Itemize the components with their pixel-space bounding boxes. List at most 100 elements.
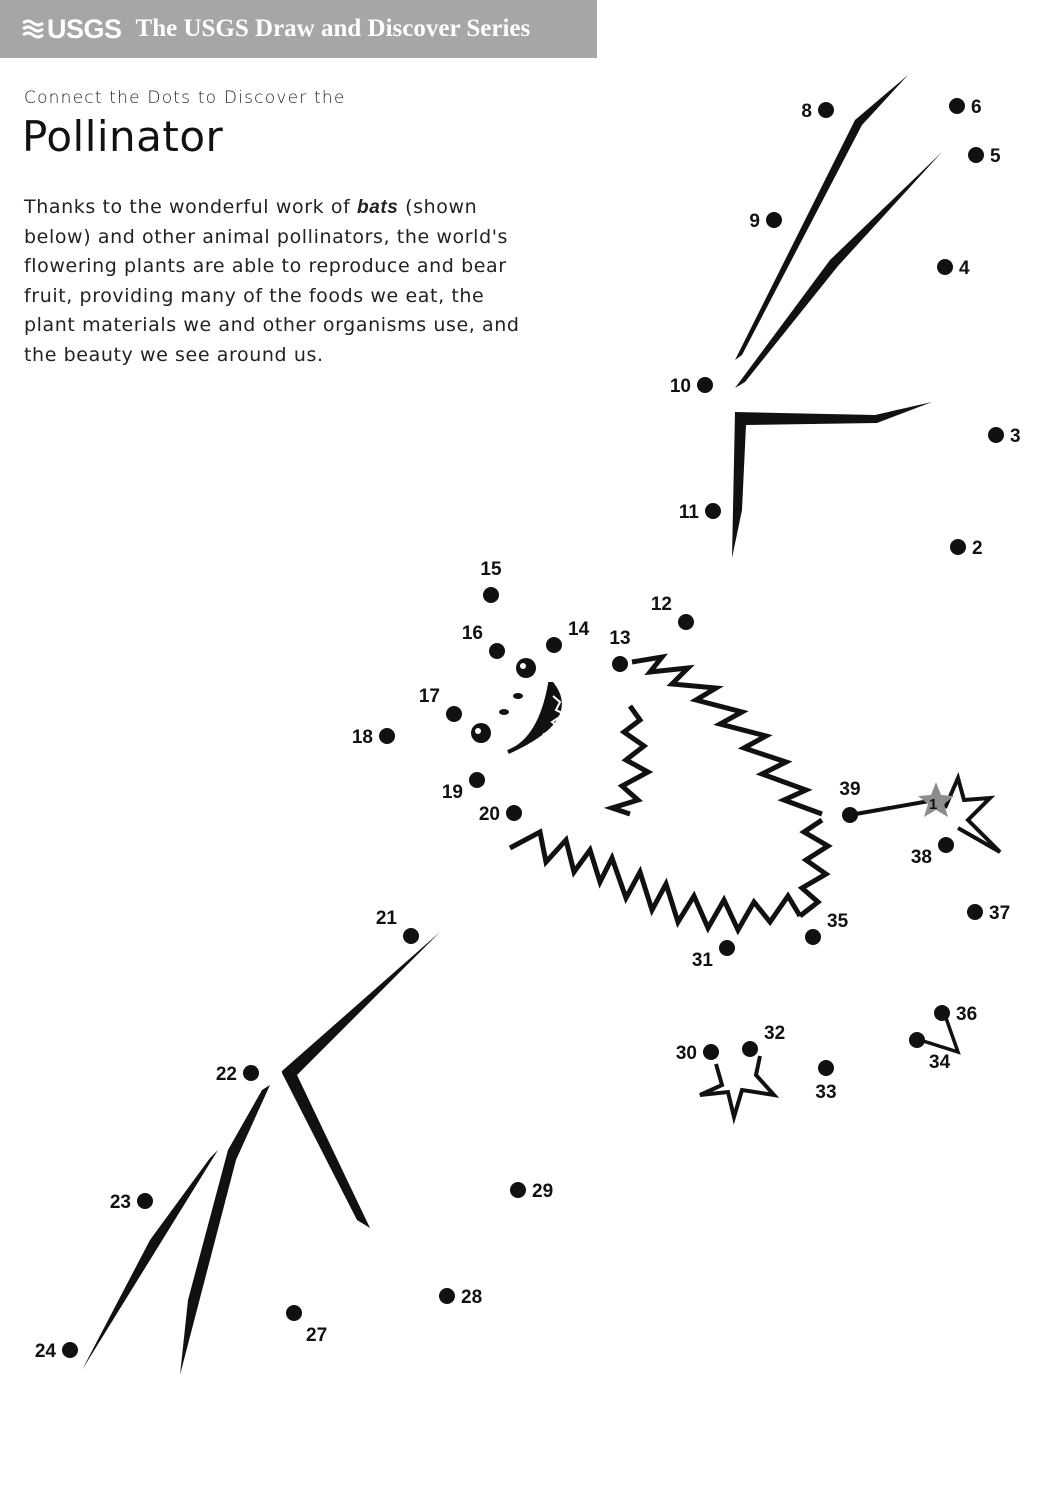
dot-label: 14	[568, 619, 590, 640]
bat-mouth	[507, 682, 562, 754]
bat-eye-bottom	[471, 723, 491, 743]
dot-label: 20	[479, 804, 500, 825]
intro-text-before: Thanks to the wonderful work of	[24, 196, 357, 218]
dot-label: 9	[749, 211, 760, 232]
dot-14: 14	[546, 619, 590, 653]
dot-label: 27	[306, 1325, 327, 1346]
dot-20: 20	[479, 804, 522, 825]
dot-marker	[950, 539, 966, 555]
dot-label: 4	[959, 258, 970, 279]
wing-stroke-3	[732, 402, 932, 558]
dot-4: 4	[937, 258, 970, 279]
dot-marker	[403, 928, 419, 944]
dot-label: 16	[462, 623, 483, 644]
dot-label: 13	[609, 628, 630, 649]
intro-paragraph: Thanks to the wonderful work of bats (sh…	[24, 193, 534, 370]
wing-stroke-4	[282, 932, 440, 1228]
dot-marker	[967, 904, 983, 920]
dot-marker	[678, 614, 694, 630]
tail-line	[849, 798, 936, 817]
dot-label: 30	[676, 1043, 697, 1064]
dot-marker	[286, 1305, 302, 1321]
dot-marker	[62, 1342, 78, 1358]
dot-marker	[379, 728, 395, 744]
wing-stroke-2	[735, 152, 942, 388]
dot-label: 29	[532, 1181, 553, 1202]
dot-marker	[742, 1041, 758, 1057]
bat-nostril	[513, 693, 523, 699]
dot-32: 32	[742, 1023, 785, 1057]
dot-marker	[243, 1065, 259, 1081]
dot-label: 34	[929, 1052, 951, 1073]
dot-2: 2	[950, 538, 983, 559]
start-star-icon	[918, 782, 954, 817]
bat-foot-left	[699, 1055, 780, 1125]
wing-strokes-top	[732, 75, 942, 558]
dot-24: 24	[35, 1341, 78, 1362]
dot-marker	[137, 1193, 153, 1209]
dot-label: 22	[216, 1064, 237, 1085]
wing-stroke-6	[82, 1150, 218, 1370]
dot-label: 35	[827, 911, 849, 932]
dot-label: 8	[801, 101, 812, 122]
dot-label: 32	[764, 1023, 785, 1044]
dot-12: 12	[651, 594, 694, 630]
fur-right-edge	[797, 817, 833, 918]
fur-inner-edge	[603, 704, 654, 817]
dot-marker	[703, 1044, 719, 1060]
dot-marker	[842, 807, 858, 823]
dot-30: 30	[676, 1043, 719, 1064]
dot-17: 17	[419, 686, 462, 722]
wing-stroke-1	[735, 75, 908, 360]
dot-23: 23	[110, 1192, 153, 1213]
dot-15: 15	[480, 559, 502, 603]
dot-19: 19	[442, 772, 485, 803]
dot-marker	[909, 1032, 925, 1048]
dot-label: 17	[419, 686, 440, 707]
dot-18: 18	[352, 727, 395, 748]
dot-marker	[937, 259, 953, 275]
bat-teeth	[529, 695, 566, 745]
dot-34: 34	[909, 1032, 951, 1073]
worksheet-title: Pollinator	[22, 112, 224, 161]
fur-top-edge	[631, 653, 823, 817]
series-banner: USGS The USGS Draw and Discover Series	[0, 0, 597, 58]
bat-foot-right	[919, 1017, 961, 1055]
dot-28: 28	[439, 1287, 482, 1308]
wing-stroke-5	[180, 1085, 270, 1375]
dot-marker	[968, 147, 984, 163]
dot-label: 31	[692, 950, 714, 971]
dot-27: 27	[286, 1305, 327, 1346]
dot-3: 3	[988, 426, 1021, 447]
dot-label: 15	[480, 559, 502, 580]
dot-label: 28	[461, 1287, 482, 1308]
left-foot-claws	[699, 1055, 780, 1125]
usgs-waves-icon	[22, 19, 44, 39]
dot-marker	[719, 940, 735, 956]
series-title: The USGS Draw and Discover Series	[135, 15, 531, 42]
dot-label: 37	[989, 903, 1010, 924]
start-label: 1	[929, 796, 937, 813]
dot-33: 33	[815, 1060, 837, 1103]
dot-label: 23	[110, 1192, 131, 1213]
dot-marker	[483, 587, 499, 603]
dot-label: 12	[651, 594, 672, 615]
dot-marker	[949, 98, 965, 114]
dot-label: 3	[1010, 426, 1021, 447]
bat-eye-bottom-highlight	[475, 728, 481, 734]
dot-marker	[439, 1288, 455, 1304]
dot-10: 10	[670, 376, 713, 397]
dot-9: 9	[749, 211, 782, 232]
usgs-logo: USGS	[22, 14, 122, 45]
dot-label: 24	[35, 1341, 57, 1362]
bat-face	[471, 658, 566, 754]
fur-bottom-edge	[508, 828, 803, 936]
dot-29: 29	[510, 1181, 553, 1202]
dot-11: 11	[679, 502, 721, 523]
dot-marker	[697, 377, 713, 393]
dot-37: 37	[967, 903, 1010, 924]
dot-label: 33	[815, 1082, 836, 1103]
dot-5: 5	[968, 146, 1001, 167]
tail-spikes	[943, 771, 1002, 854]
